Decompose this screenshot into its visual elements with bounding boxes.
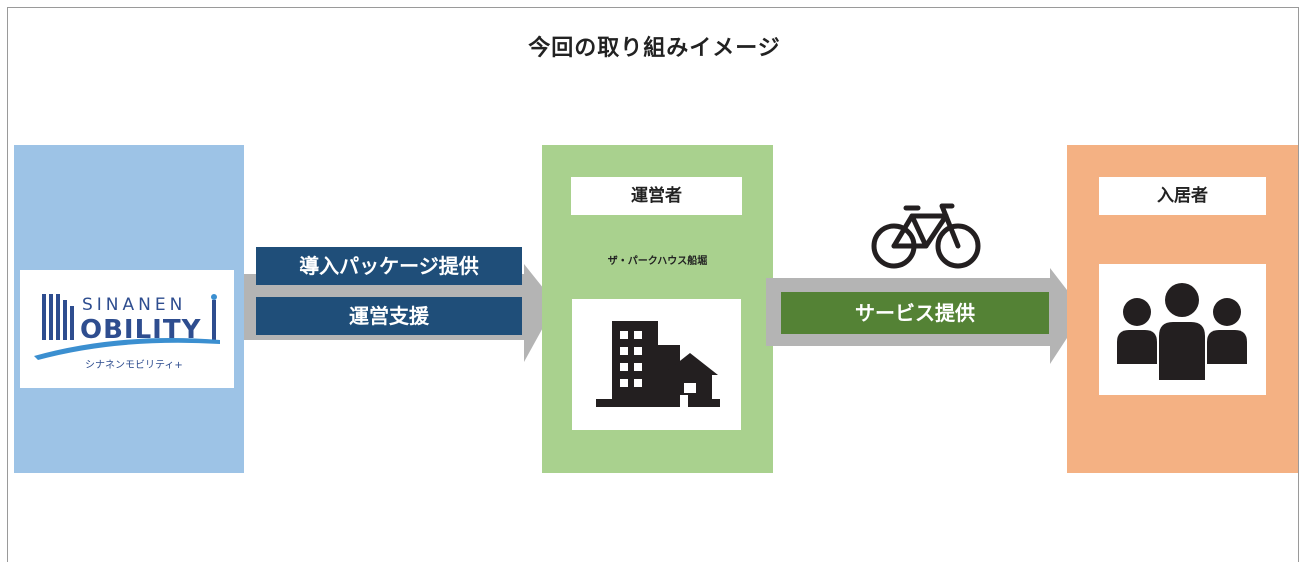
operator-icon-box bbox=[572, 299, 741, 430]
sinanen-mobility-logo-icon: SINANEN OBILITY シナネンモビリティ+ bbox=[34, 294, 220, 371]
provider-logo: SINANEN OBILITY シナネンモビリティ+ bbox=[20, 270, 234, 388]
building-house-icon bbox=[596, 321, 720, 407]
operator-label: 運営者 bbox=[571, 177, 742, 215]
svg-text:シナネンモビリティ+: シナネンモビリティ+ bbox=[85, 359, 183, 371]
resident-label: 入居者 bbox=[1099, 177, 1266, 215]
diagram-title: 今回の取り組みイメージ bbox=[528, 36, 781, 61]
people-icon bbox=[1117, 283, 1247, 380]
service-label: サービス提供 bbox=[781, 292, 1049, 334]
operation-support-label: 運営支援 bbox=[256, 297, 522, 335]
resident-icon-box bbox=[1099, 264, 1266, 395]
package-label: 導入パッケージ提供 bbox=[256, 247, 522, 285]
svg-text:SINANEN: SINANEN bbox=[82, 295, 186, 315]
property-name: ザ・パークハウス船堀 bbox=[607, 256, 708, 267]
bicycle-icon bbox=[871, 203, 981, 269]
